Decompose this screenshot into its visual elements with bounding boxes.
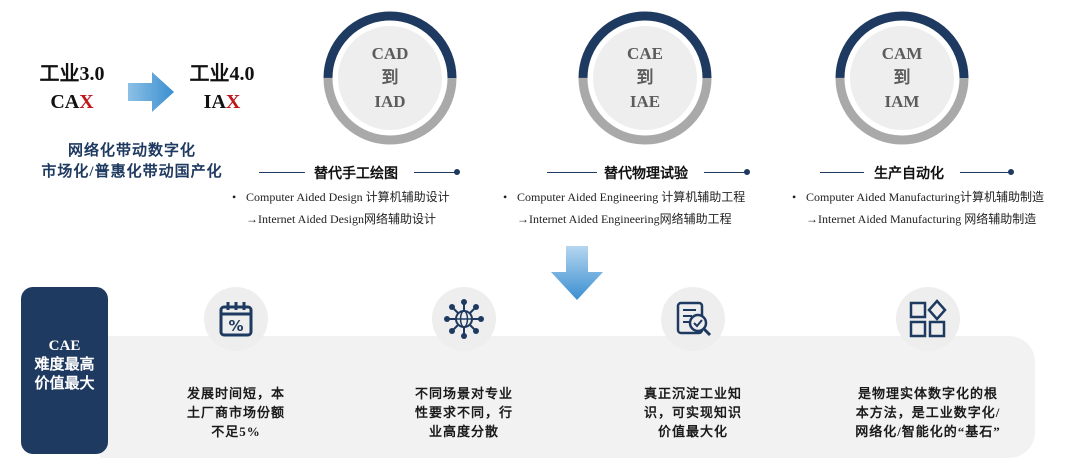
title-line-right (704, 172, 746, 173)
document-search-icon (676, 301, 712, 337)
industry-3-title: 工业3.0 (39, 63, 105, 85)
industry-4-label: 工业4.0 IAX (172, 60, 272, 116)
stage-title-cae: 替代物理试验 (604, 166, 688, 182)
feature-text: 不同场景对专业性要求不同，行业高度分散 (414, 386, 513, 439)
stage-ring-cae (578, 11, 712, 145)
stage-ring-cam (835, 11, 969, 145)
features-band (100, 336, 1035, 458)
cax-label: CAX (50, 91, 94, 113)
feature-text: 是物理实体数字化的根本方法，是工业数字化/网络化/智能化的“基石” (855, 386, 1001, 439)
title-line-right (960, 172, 1010, 173)
title-line-right (414, 172, 456, 173)
transition-arrow-icon (128, 72, 174, 112)
feature-text: 真正沉淀工业知识，可实现知识价值最大化 (643, 386, 742, 439)
title-line-left (547, 172, 597, 173)
industry-3-label: 工业3.0 CAX (22, 60, 122, 116)
stage-desc-cad: •Computer Aided Design 计算机辅助设计 →Internet… (232, 190, 450, 226)
title-line-left (259, 172, 305, 173)
title-dot (1008, 169, 1014, 175)
iax-label: IAX (203, 91, 241, 113)
feature-icon-wrap (896, 287, 960, 351)
svg-text:%: % (228, 317, 243, 335)
network-globe-icon (444, 299, 484, 339)
industry-4-title: 工业4.0 (189, 63, 255, 85)
stage-title-cam: 生产自动化 (874, 166, 944, 182)
feature-icon-wrap (432, 287, 496, 351)
feature-text: 发展时间短，本土厂商市场份额不足5% (186, 386, 285, 439)
calendar-percent-icon: % (219, 302, 253, 337)
tagline-line1: 网络化带动数字化 (67, 143, 196, 159)
blocks-icon (909, 299, 947, 338)
tagline: 网络化带动数字化 市场化/普惠化带动国产化 (14, 141, 250, 183)
feature-icon-wrap: % (204, 287, 268, 351)
stage-desc-cam: •Computer Aided Manufacturing计算机辅助制造 →In… (792, 190, 1044, 226)
title-line-left (820, 172, 864, 173)
title-dot (454, 169, 460, 175)
down-arrow-icon (551, 246, 603, 300)
tagline-line2: 市场化/普惠化带动国产化 (41, 164, 223, 180)
stage-ring-cad (323, 11, 457, 145)
stage-title-cad: 替代手工绘图 (314, 166, 398, 182)
feature-icon-wrap (661, 287, 725, 351)
stage-desc-cae: •Computer Aided Engineering 计算机辅助工程 →Int… (503, 190, 746, 226)
title-dot (744, 169, 750, 175)
